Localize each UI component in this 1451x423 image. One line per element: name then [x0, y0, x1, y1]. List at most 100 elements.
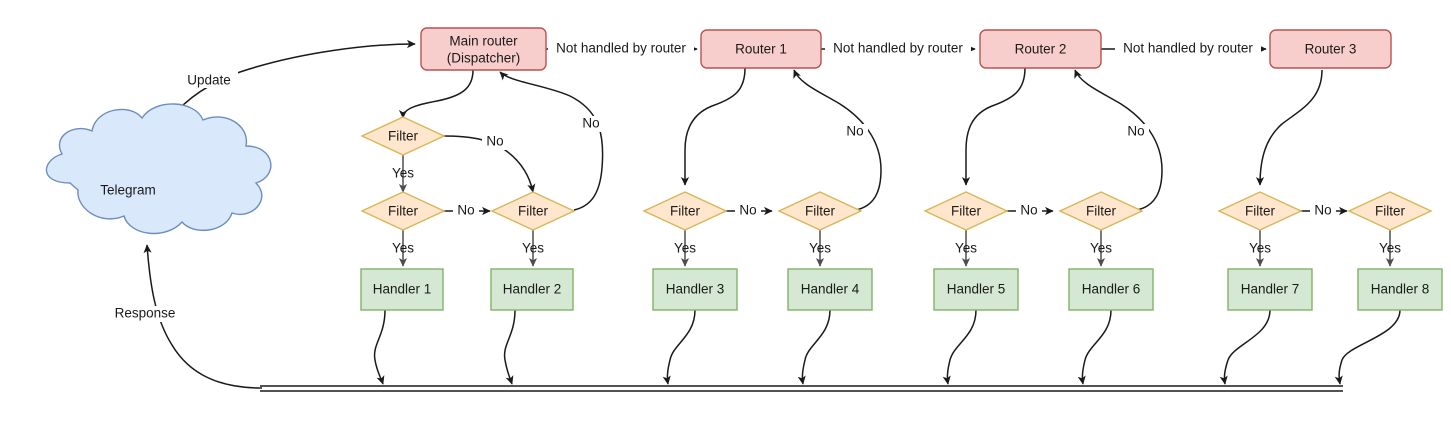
filter-node-c[interactable]: Filter: [490, 191, 576, 231]
handler-1-label: Handler 1: [373, 282, 432, 297]
router-3-box: [1269, 29, 1392, 69]
filter-node-e[interactable]: Filter: [777, 191, 863, 231]
handler-2-box: [490, 268, 574, 311]
edge-label-yes-5: Yes: [809, 241, 831, 256]
edge-label-no-e-back-group: No: [842, 124, 868, 140]
edge-handler8-to-bus: [1334, 309, 1401, 385]
handler-node-3[interactable]: Handler 3: [652, 268, 738, 311]
router-node-3[interactable]: Router 3: [1269, 29, 1392, 69]
edge-label-no-g-back-group: No: [1123, 124, 1149, 140]
edge-label-no-h-group: No: [1310, 203, 1336, 219]
filter-i-diamond: [1347, 191, 1433, 231]
handler-node-6[interactable]: Handler 6: [1068, 268, 1154, 311]
edge-label-not-handled-1-group: Not handled by router: [548, 41, 694, 57]
handler-node-4[interactable]: Handler 4: [787, 268, 873, 311]
edge-label-response-group: Response: [105, 306, 185, 322]
edge-response: [143, 244, 263, 389]
edge-label-no-filter-e-back: No: [846, 124, 863, 139]
filter-node-d[interactable]: Filter: [642, 191, 728, 231]
filter-i-label: Filter: [1375, 204, 1406, 219]
edge-router1-to-filter-d: [680, 67, 746, 186]
handler-2-label: Handler 2: [503, 282, 562, 297]
edge-filter-g-no-back: [1074, 69, 1163, 211]
edge-label-yes-2: Yes: [392, 241, 414, 256]
edge-label-no-filter-h: No: [1314, 203, 1331, 218]
router-main-label-line1: Main router: [449, 34, 518, 49]
edge-label-yes-4: Yes: [674, 241, 696, 256]
router-2-box: [979, 29, 1102, 69]
handler-6-label: Handler 6: [1082, 282, 1141, 297]
filter-h-diamond: [1217, 191, 1303, 231]
edge-label-no-a-group: No: [482, 134, 508, 150]
filter-node-f[interactable]: Filter: [923, 191, 1009, 231]
filter-e-label: Filter: [805, 204, 836, 219]
router-1-label: Router 1: [735, 42, 787, 57]
router-3-label: Router 3: [1305, 42, 1357, 57]
handler-5-box: [933, 268, 1019, 311]
router-node-main[interactable]: Main router (Dispatcher): [420, 27, 547, 71]
edge-label-not-handled-2: Not handled by router: [833, 41, 963, 56]
router-1-box: [700, 29, 822, 69]
edge-handler4-to-bus: [797, 309, 831, 385]
handler-3-box: [652, 268, 738, 311]
filter-d-diamond: [642, 191, 728, 231]
edge-label-no-b-group: No: [453, 203, 479, 219]
handler-8-label: Handler 8: [1371, 282, 1430, 297]
handler-8-box: [1357, 268, 1443, 311]
filter-f-label: Filter: [951, 204, 982, 219]
filter-d-label: Filter: [670, 204, 701, 219]
handler-node-2[interactable]: Handler 2: [490, 268, 574, 311]
edge-label-no-c-back-group: No: [578, 116, 604, 132]
handler-7-box: [1227, 268, 1313, 311]
edge-label-no-filter-d: No: [739, 203, 756, 218]
cloud-shape: [45, 103, 272, 235]
filter-g-label: Filter: [1086, 204, 1117, 219]
edge-label-no-filter-c-back: No: [582, 116, 599, 131]
router-node-1[interactable]: Router 1: [700, 29, 822, 69]
filter-h-label: Filter: [1245, 204, 1276, 219]
edge-label-no-filter-g-back: No: [1127, 124, 1144, 139]
edge-label-yes-1: Yes: [392, 166, 414, 181]
edge-label-update: Update: [187, 73, 231, 88]
edge-label-yes-8: Yes: [1249, 241, 1271, 256]
edge-label-response: Response: [115, 306, 176, 321]
telegram-cloud-node[interactable]: Telegram: [45, 103, 272, 235]
edge-label-yes-6: Yes: [955, 241, 977, 256]
handler-node-5[interactable]: Handler 5: [933, 268, 1019, 311]
filter-c-label: Filter: [518, 204, 549, 219]
filter-node-h[interactable]: Filter: [1217, 191, 1303, 231]
handler-7-label: Handler 7: [1241, 282, 1300, 297]
filter-node-b[interactable]: Filter: [360, 191, 446, 231]
handler-1-box: [360, 268, 444, 311]
filter-node-a[interactable]: Filter: [360, 116, 446, 156]
edge-router3-to-filter-h: [1255, 69, 1323, 186]
filter-node-i[interactable]: Filter: [1347, 191, 1433, 231]
edge-handler1-to-bus: [373, 309, 386, 385]
edge-label-update-group: Update: [180, 72, 238, 88]
filter-a-label: Filter: [388, 129, 419, 144]
filter-c-diamond: [490, 191, 576, 231]
filter-node-g[interactable]: Filter: [1058, 191, 1144, 231]
edge-label-no-filter-f: No: [1020, 203, 1037, 218]
handler-node-7[interactable]: Handler 7: [1227, 268, 1313, 311]
router-2-label: Router 2: [1015, 42, 1067, 57]
edge-label-no-filter-b: No: [457, 203, 474, 218]
edge-handler6-to-bus: [1077, 309, 1112, 385]
handler-4-label: Handler 4: [801, 282, 860, 297]
handler-node-8[interactable]: Handler 8: [1357, 268, 1443, 311]
handler-4-box: [787, 268, 873, 311]
cloud-label: Telegram: [100, 183, 156, 198]
router-node-2[interactable]: Router 2: [979, 29, 1102, 69]
handler-5-label: Handler 5: [947, 282, 1006, 297]
edge-handler5-to-bus: [942, 309, 977, 385]
handler-node-1[interactable]: Handler 1: [360, 268, 444, 311]
edge-handler3-to-bus: [662, 309, 696, 385]
filter-b-label: Filter: [388, 204, 419, 219]
filter-a-diamond: [360, 116, 446, 156]
router-main-box: [420, 27, 547, 71]
edge-filter-c-no-back: [499, 71, 604, 211]
edge-router2-to-filter-f: [961, 67, 1026, 186]
edge-label-no-filter-a: No: [486, 134, 503, 149]
